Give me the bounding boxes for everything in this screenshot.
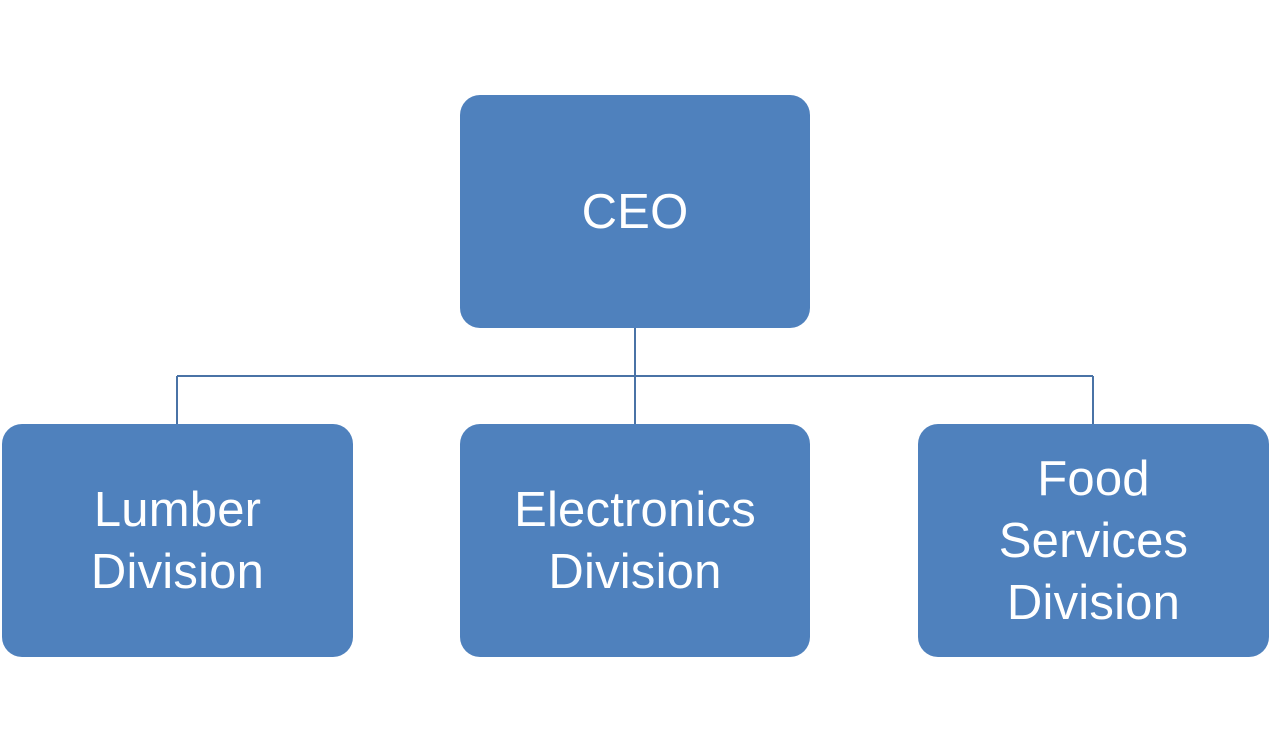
- ceo-label: CEO: [581, 184, 689, 239]
- electronics-division-label: Electronics Division: [514, 482, 756, 599]
- lumber-division-node: Lumber Division: [2, 424, 353, 657]
- food-services-division-label: Food Services Division: [998, 451, 1189, 630]
- ceo-node: CEO: [460, 95, 810, 328]
- lumber-division-label: Lumber Division: [90, 482, 265, 599]
- electronics-division-node: Electronics Division: [460, 424, 810, 657]
- food-services-division-node: Food Services Division: [918, 424, 1269, 657]
